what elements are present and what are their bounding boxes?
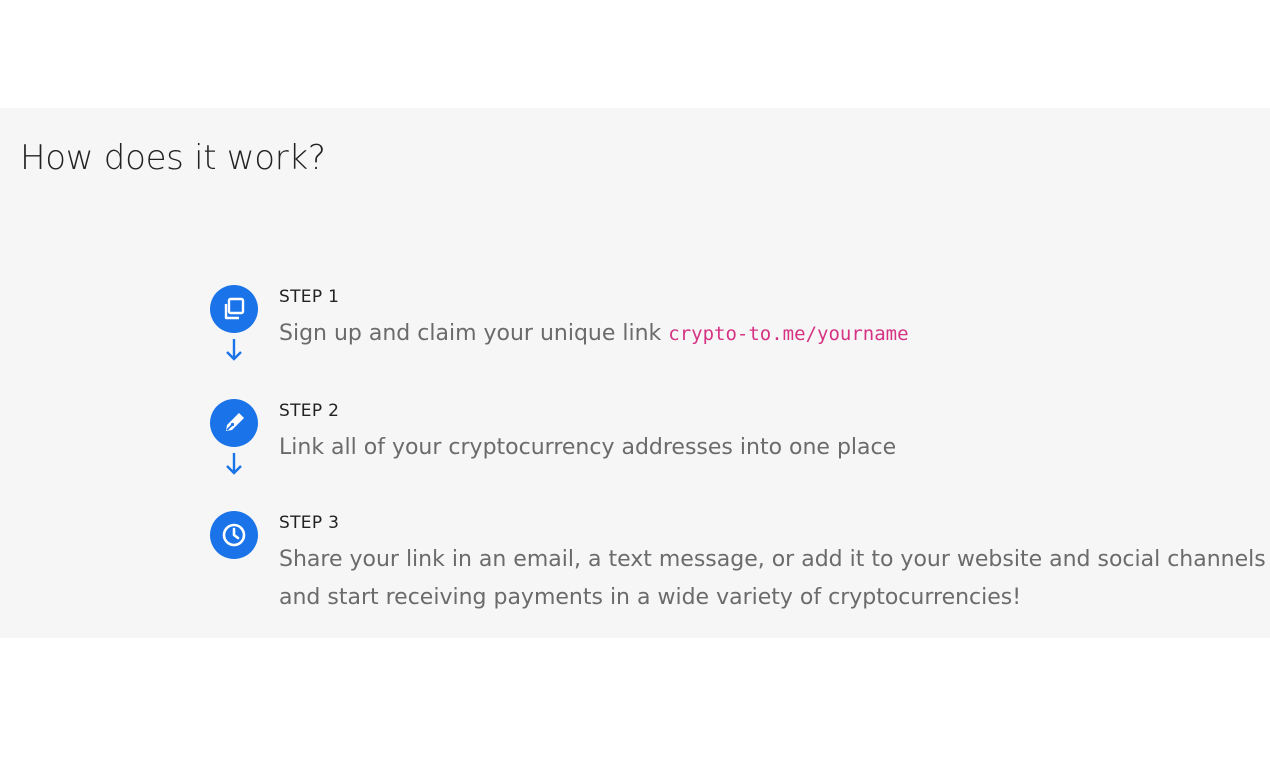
step-description: Sign up and claim your unique link crypt… [279, 315, 1270, 353]
pen-icon [210, 399, 258, 447]
arrow-down-icon [226, 339, 242, 361]
step-text: Sign up and claim your unique link [279, 321, 669, 346]
step-label: STEP 3 [279, 513, 340, 533]
step-label: STEP 2 [279, 401, 340, 421]
copy-icon [210, 285, 258, 333]
step-label: STEP 1 [279, 287, 340, 307]
link-code: crypto-to.me/yourname [668, 323, 909, 345]
step-description: Share your link in an email, a text mess… [279, 547, 1266, 610]
step-description: Link all of your cryptocurrency addresse… [279, 435, 897, 460]
section-heading: How does it work? [20, 138, 326, 178]
clock-icon [210, 511, 258, 559]
how-it-works-section [0, 108, 1270, 638]
arrow-down-icon [226, 453, 242, 475]
